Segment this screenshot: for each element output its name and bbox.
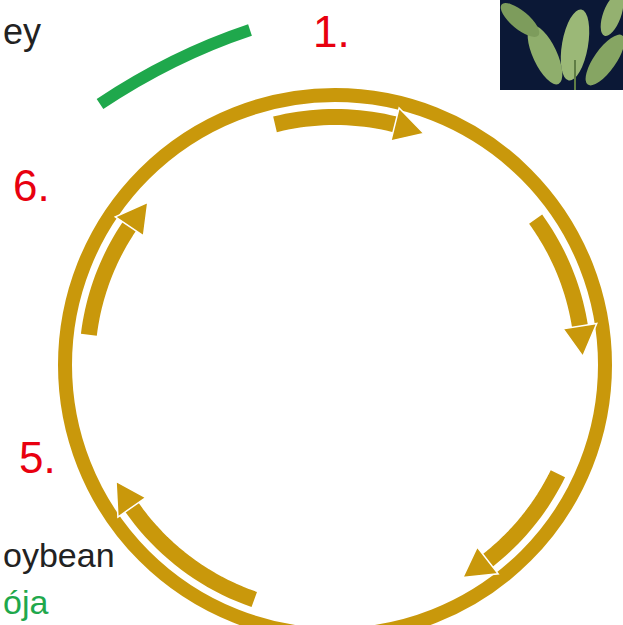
arrow-shaft — [488, 474, 558, 561]
step-number: 1. — [312, 10, 351, 54]
green-arc — [100, 30, 250, 104]
arrow-shaft — [132, 507, 254, 599]
arrow-shaft — [275, 117, 395, 124]
arrow-head — [563, 324, 597, 357]
plant-photo — [496, 0, 623, 91]
arrow-head — [391, 108, 424, 141]
crop-name: ója — [2, 585, 49, 619]
step-number: 6. — [12, 164, 51, 208]
arrow-head — [463, 547, 498, 578]
arrow-head — [115, 202, 148, 236]
cycle-ring — [65, 95, 605, 625]
partial-word: ey — [2, 14, 42, 50]
crop-name: oybean — [2, 538, 116, 572]
cycle-arrows — [89, 108, 597, 600]
arrow-shaft — [536, 219, 580, 326]
step-number: 5. — [18, 436, 57, 480]
arrow-head — [116, 481, 146, 517]
arrow-shaft — [89, 226, 130, 334]
